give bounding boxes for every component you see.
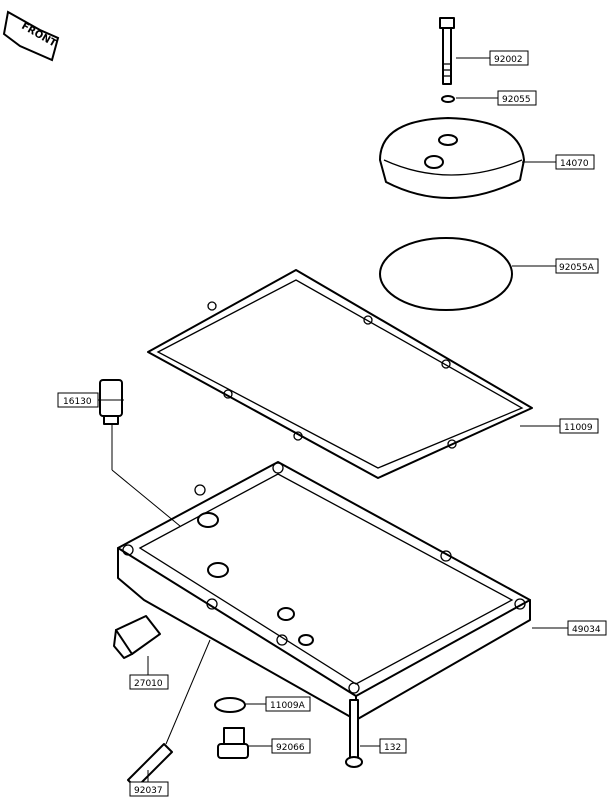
plate-92037 [127, 743, 173, 789]
callout-label: 16130 [63, 397, 92, 407]
gasket-11009 [147, 269, 533, 479]
washer-92055 [441, 95, 455, 103]
callout-label: 92055A [559, 263, 595, 273]
callout-label: 49034 [572, 625, 601, 635]
callout-92055A: 92055A [555, 258, 599, 274]
gasket-11009A [214, 697, 246, 713]
callout-label: 92055 [502, 95, 531, 105]
bolt-92002 [439, 17, 455, 85]
callout-label: 92037 [134, 786, 163, 796]
callout-16130: 16130 [57, 392, 99, 408]
callout-label: 11009A [270, 701, 306, 711]
front-arrow-icon: FRONT [2, 10, 60, 62]
callout-92055: 92055 [497, 90, 537, 106]
callout-11009: 11009 [559, 418, 599, 434]
callout-92037: 92037 [129, 781, 169, 797]
callout-label: 92066 [276, 743, 305, 753]
callout-49034: 49034 [567, 620, 607, 636]
leader-lines [98, 57, 568, 782]
callout-14070: 14070 [555, 154, 595, 170]
callout-92002: 92002 [489, 50, 529, 66]
callout-label: 14070 [560, 159, 589, 169]
callout-label: 132 [384, 743, 401, 753]
callout-label: 92002 [494, 55, 523, 65]
cover-14070 [379, 117, 525, 199]
callout-92066: 92066 [271, 738, 311, 754]
oil-pan-49034 [117, 461, 531, 721]
drain-plug-92066 [217, 727, 249, 759]
callout-11009A: 11009A [265, 696, 311, 712]
sensor-27010 [113, 615, 161, 659]
bolt-132 [345, 699, 363, 768]
callout-label: 27010 [134, 679, 163, 689]
callout-132: 132 [379, 738, 407, 754]
callout-27010: 27010 [129, 674, 169, 690]
switch-16130 [99, 379, 123, 425]
o-ring-92055A [379, 237, 513, 311]
callout-label: 11009 [564, 423, 593, 433]
